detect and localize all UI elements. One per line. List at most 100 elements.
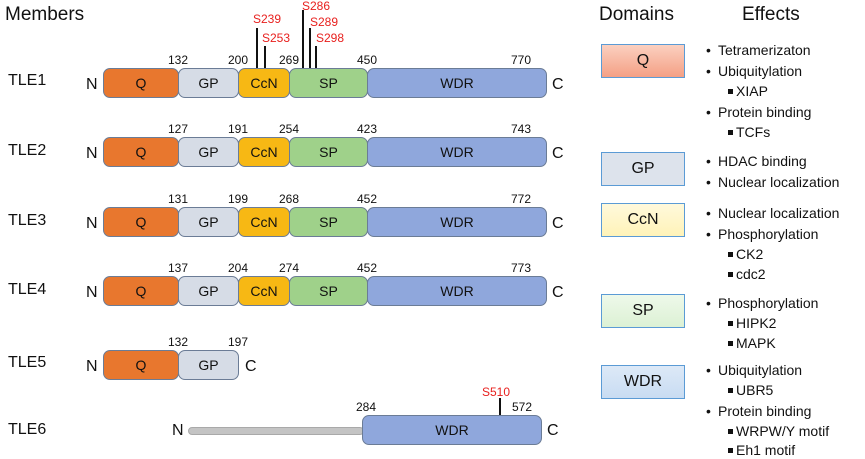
legend-domain-sp: SP [601, 294, 685, 328]
legend-domain-q: Q [601, 44, 685, 78]
domain-q: Q [103, 137, 179, 167]
domain-ccn: CcN [238, 68, 290, 98]
boundary-number: 131 [167, 192, 189, 206]
effect-subitem: WRPW/Y motif [728, 423, 829, 439]
members-header: Members [5, 4, 85, 25]
boundary-number: 572 [511, 400, 533, 414]
site-label: S286 [302, 0, 331, 13]
boundary-number: 132 [167, 53, 189, 67]
boundary-number: 132 [167, 335, 189, 349]
domain-sp: SP [289, 137, 368, 167]
n-terminus: N [86, 284, 98, 301]
domain-wdr: WDR [367, 207, 547, 237]
effect-subitem: cdc2 [728, 266, 766, 282]
boundary-number: 200 [227, 53, 249, 67]
site-label: S239 [253, 12, 282, 26]
site-marker-line [309, 28, 311, 68]
effects-header: Effects [742, 4, 800, 25]
site-marker-line [264, 46, 266, 68]
domain-wdr: WDR [362, 415, 542, 445]
effect-subitem: XIAP [728, 83, 768, 99]
effect-item: •Tetramerizaton [706, 42, 811, 58]
c-terminus: C [552, 215, 564, 232]
site-label: S510 [482, 385, 511, 399]
tle1-label: TLE1 [8, 72, 47, 89]
legend-domain-ccn: CcN [601, 203, 685, 237]
boundary-number: 452 [356, 192, 378, 206]
boundary-number: 773 [510, 261, 532, 275]
effect-item: •Nuclear localization [706, 174, 840, 190]
domain-ccn: CcN [238, 276, 290, 306]
domain-ccn: CcN [238, 137, 290, 167]
effect-item: •Protein binding [706, 104, 812, 120]
domain-wdr: WDR [367, 68, 547, 98]
legend-domain-gp: GP [601, 152, 685, 186]
tle3-label: TLE3 [8, 212, 47, 229]
site-marker-line [302, 10, 304, 68]
effect-subitem: UBR5 [728, 382, 773, 398]
boundary-number: 127 [167, 122, 189, 136]
boundary-number: 197 [227, 335, 249, 349]
domain-sp: SP [289, 207, 368, 237]
tle4-label: TLE4 [8, 281, 47, 298]
boundary-number: 268 [278, 192, 300, 206]
effect-item: •Nuclear localization [706, 205, 840, 221]
domain-wdr: WDR [367, 276, 547, 306]
effect-subitem: TCFs [728, 124, 770, 140]
domain-wdr: WDR [367, 137, 547, 167]
c-terminus: C [547, 422, 559, 439]
n-terminus: N [86, 358, 98, 375]
c-terminus: C [552, 284, 564, 301]
effect-item: •HDAC binding [706, 153, 807, 169]
tle2-label: TLE2 [8, 142, 47, 159]
domain-q: Q [103, 207, 179, 237]
boundary-number: 199 [227, 192, 249, 206]
effect-subitem: CK2 [728, 246, 763, 262]
domain-sp: SP [289, 276, 368, 306]
linker-region [188, 427, 364, 435]
n-terminus: N [172, 422, 184, 439]
domain-gp: GP [178, 276, 239, 306]
boundary-number: 772 [510, 192, 532, 206]
domain-gp: GP [178, 207, 239, 237]
effect-item: •Ubiquitylation [706, 362, 803, 378]
domain-q: Q [103, 350, 179, 380]
site-label: S289 [310, 15, 339, 29]
site-marker-line [499, 398, 501, 415]
site-label: S298 [316, 31, 345, 45]
boundary-number: 254 [278, 122, 300, 136]
boundary-number: 284 [355, 400, 377, 414]
boundary-number: 423 [356, 122, 378, 136]
effect-subitem: HIPK2 [728, 315, 776, 331]
n-terminus: N [86, 76, 98, 93]
boundary-number: 452 [356, 261, 378, 275]
effect-item: •Phosphorylation [706, 226, 819, 242]
n-terminus: N [86, 145, 98, 162]
boundary-number: 191 [227, 122, 249, 136]
tle5-label: TLE5 [8, 354, 47, 371]
site-marker-line [315, 46, 317, 68]
c-terminus: C [552, 145, 564, 162]
domains-header: Domains [599, 4, 674, 25]
legend-domain-wdr: WDR [601, 365, 685, 399]
boundary-number: 450 [356, 53, 378, 67]
domain-gp: GP [178, 137, 239, 167]
c-terminus: C [245, 358, 257, 375]
boundary-number: 743 [510, 122, 532, 136]
boundary-number: 137 [167, 261, 189, 275]
effect-subitem: MAPK [728, 335, 776, 351]
boundary-number: 274 [278, 261, 300, 275]
tle6-label: TLE6 [8, 421, 47, 438]
effect-item: •Phosphorylation [706, 295, 819, 311]
effect-item: •Protein binding [706, 403, 812, 419]
domain-sp: SP [289, 68, 368, 98]
n-terminus: N [86, 215, 98, 232]
domain-gp: GP [178, 68, 239, 98]
site-label: S253 [262, 31, 291, 45]
effect-item: •Ubiquitylation [706, 63, 803, 79]
domain-q: Q [103, 276, 179, 306]
boundary-number: 269 [278, 53, 300, 67]
domain-q: Q [103, 68, 179, 98]
domain-gp: GP [178, 350, 239, 380]
c-terminus: C [552, 76, 564, 93]
